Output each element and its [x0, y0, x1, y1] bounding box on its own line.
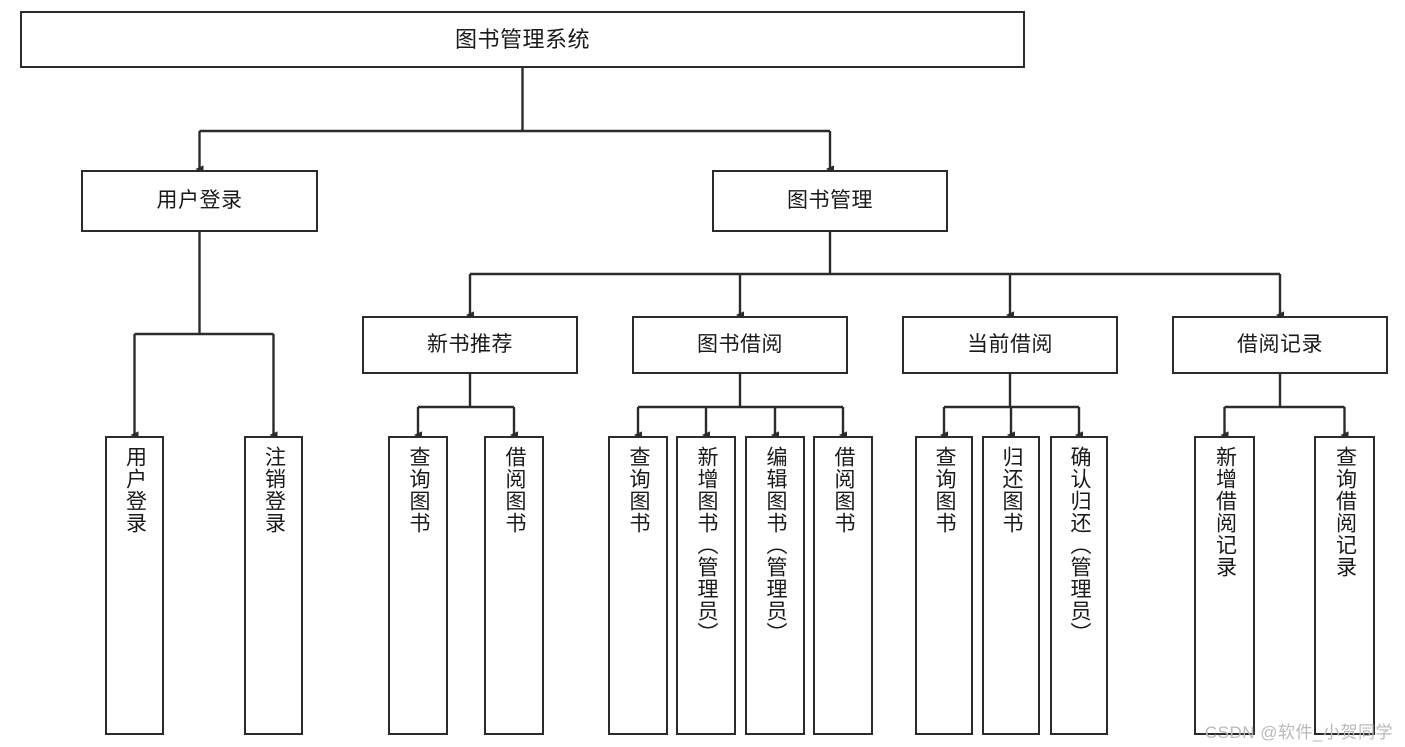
node-borrow_record[interactable]: 借阅记录 — [1172, 316, 1388, 374]
node-label: 借阅图书 — [832, 446, 856, 534]
node-leaf_bb_add[interactable]: 新增图书（管理员） — [676, 436, 736, 735]
node-leaf_cb_query[interactable]: 查询图书 — [915, 436, 973, 735]
node-root[interactable]: 图书管理系统 — [20, 11, 1025, 68]
node-label: 图书管理系统 — [454, 26, 590, 52]
node-label: 借阅图书 — [503, 446, 527, 534]
node-label: 新增图书（管理员） — [695, 446, 719, 644]
connector-lines — [130, 68, 1349, 439]
node-label: 借阅记录 — [1237, 332, 1323, 356]
node-current_borrow[interactable]: 当前借阅 — [902, 316, 1118, 374]
node-leaf_bb_borrow[interactable]: 借阅图书 — [813, 436, 873, 735]
node-leaf_rec_query[interactable]: 查询图书 — [388, 436, 448, 735]
node-leaf_bb_edit[interactable]: 编辑图书（管理员） — [745, 436, 805, 735]
node-label: 用户登录 — [156, 188, 243, 212]
node-leaf_user_logout[interactable]: 注销登录 — [244, 436, 303, 735]
node-label: 编辑图书（管理员） — [764, 446, 788, 644]
node-label: 新增借阅记录 — [1213, 446, 1237, 578]
node-label: 归还图书 — [1000, 446, 1024, 534]
node-label: 查询图书 — [627, 446, 651, 534]
node-label: 图书借阅 — [697, 332, 783, 356]
node-label: 用户登录 — [123, 446, 147, 534]
node-leaf_user_login[interactable]: 用户登录 — [105, 436, 164, 735]
watermark: CSDN @软件_小贺同学 — [1204, 723, 1393, 742]
node-label: 注销登录 — [262, 446, 286, 534]
node-label: 查询图书 — [407, 446, 431, 534]
node-label: 图书管理 — [787, 188, 873, 212]
node-leaf_br_query[interactable]: 查询借阅记录 — [1314, 436, 1375, 735]
node-label: 查询图书 — [933, 446, 957, 534]
node-new_book_rec[interactable]: 新书推荐 — [362, 316, 578, 374]
node-label: 查询借阅记录 — [1333, 446, 1357, 578]
node-leaf_cb_confirm[interactable]: 确认归还（管理员） — [1050, 436, 1108, 735]
node-user_login[interactable]: 用户登录 — [81, 170, 318, 232]
node-label: 确认归还（管理员） — [1068, 446, 1092, 644]
node-label: 当前借阅 — [967, 332, 1053, 356]
node-book_manage[interactable]: 图书管理 — [712, 170, 948, 232]
node-book_borrow[interactable]: 图书借阅 — [632, 316, 848, 374]
node-leaf_rec_borrow[interactable]: 借阅图书 — [484, 436, 544, 735]
node-leaf_cb_return[interactable]: 归还图书 — [982, 436, 1040, 735]
node-leaf_br_add[interactable]: 新增借阅记录 — [1194, 436, 1255, 735]
node-leaf_bb_query[interactable]: 查询图书 — [608, 436, 668, 735]
node-label: 新书推荐 — [427, 332, 513, 356]
